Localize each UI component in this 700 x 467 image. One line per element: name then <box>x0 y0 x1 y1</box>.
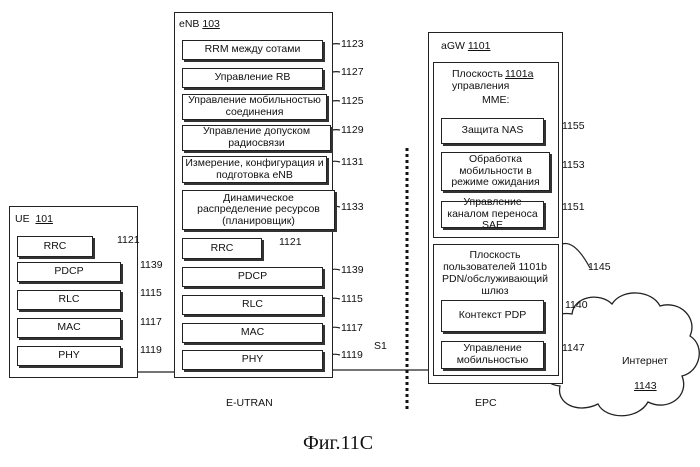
sae-bearer-block: Управление каналом переноса SAE <box>441 201 544 228</box>
enb-phy-block: PHY <box>182 350 323 370</box>
enb-rrc-block: RRC <box>182 238 262 259</box>
control-plane-mme: MME: <box>482 94 509 106</box>
ue-mac-block: MAC <box>17 318 121 338</box>
enb-scheduler-block: Динамическое распределение ресурсов (пла… <box>182 190 335 230</box>
enb-rrm-block: RRM между сотами <box>182 40 323 60</box>
s1-label: S1 <box>374 340 387 352</box>
ue-rrc-block: RRC <box>17 236 93 257</box>
enb-admission-block: Управление допуском радиосвязи <box>182 125 331 151</box>
ue-ref-rlc: 1115 <box>140 287 162 299</box>
eutran-label: E-UTRAN <box>226 397 273 409</box>
enb-ref-1117: 1117 <box>341 322 363 334</box>
ue-ref-rrc: 1121 <box>117 234 140 246</box>
ue-title: UE 101 <box>15 213 53 225</box>
ue-rlc-block: RLC <box>17 290 121 310</box>
ue-ref-pdcp: 1139 <box>140 259 163 271</box>
enb-measurement-block: Измерение, конфигурация и подготовка eNB <box>182 156 327 183</box>
enb-ref-1115: 1115 <box>341 293 363 305</box>
enb-mac-block: MAC <box>182 323 323 343</box>
internet-label: Интернет <box>622 355 668 367</box>
control-plane-title: Плоскость управления <box>452 68 504 92</box>
enb-title: eNB 103 <box>179 18 220 30</box>
user-plane-title: Плоскость пользователей 1101b PDN/обслуж… <box>436 249 554 297</box>
ue-phy-block: PHY <box>17 346 121 366</box>
enb-rb-control-block: Управление RB <box>182 68 323 88</box>
mobility-management-block: Управление мобильностью <box>441 341 544 369</box>
agw-title: aGW 1101 <box>441 40 490 52</box>
enb-ref-1121: 1121 <box>279 236 302 248</box>
enb-mobility-block: Управление мобильностью соединения <box>182 94 327 120</box>
enb-ref-1123: 1123 <box>341 38 364 50</box>
agw-ref-1145: 1145 <box>588 261 611 273</box>
ue-ref-phy: 1119 <box>140 344 162 356</box>
internet-cloud <box>541 293 699 416</box>
enb-ref-1131: 1131 <box>341 156 364 168</box>
ue-pdcp-block: PDCP <box>17 262 121 282</box>
enb-ref-1127: 1127 <box>341 66 364 78</box>
nas-security-block: Защита NAS <box>441 118 544 144</box>
agw-ref-1140: 1140 <box>565 299 588 311</box>
agw-ref-1153: 1153 <box>562 159 585 171</box>
figure-caption: Фиг.11С <box>303 432 373 455</box>
agw-ref-1147: 1147 <box>562 342 585 354</box>
pdp-context-block: Контекст PDP <box>441 300 544 332</box>
enb-rlc-block: RLC <box>182 295 323 315</box>
idle-mobility-block: Обработка мобильности в режиме ожидания <box>441 152 550 191</box>
enb-ref-1133: 1133 <box>341 201 364 213</box>
agw-ref-1155: 1155 <box>562 120 585 132</box>
epc-label: EPC <box>475 397 497 409</box>
internet-num: 1143 <box>634 380 657 392</box>
enb-ref-1119: 1119 <box>341 349 363 361</box>
ue-ref-mac: 1117 <box>140 316 162 328</box>
enb-pdcp-block: PDCP <box>182 267 323 287</box>
control-plane-num: 1101a <box>505 68 533 80</box>
enb-ref-1129: 1129 <box>341 124 364 136</box>
enb-ref-1125: 1125 <box>341 95 364 107</box>
agw-ref-1151: 1151 <box>562 201 585 213</box>
enb-ref-1139: 1139 <box>341 264 364 276</box>
